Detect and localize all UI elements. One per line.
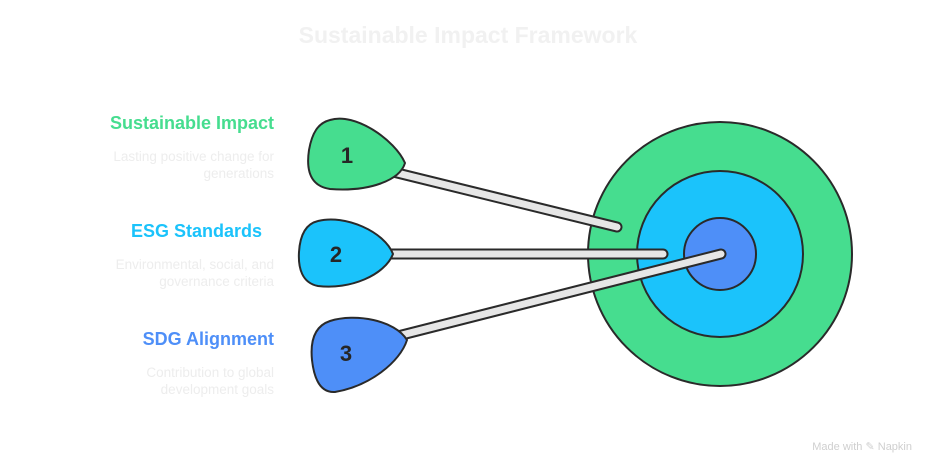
footer-brand: Napkin bbox=[877, 441, 912, 453]
arrow-2-fletch bbox=[297, 218, 395, 288]
arrow-2-number: 2 bbox=[330, 242, 342, 267]
arrow-3: 3 bbox=[310, 248, 727, 394]
footer-text: Made with bbox=[812, 441, 863, 453]
item-title-sdg-alignment: SDG Alignment bbox=[142, 329, 274, 349]
footer-attribution: Made with ✎ Napkin bbox=[812, 440, 912, 453]
item-desc-esg-standards: Environmental, social, and governance cr… bbox=[115, 257, 274, 289]
arrow-1-number: 1 bbox=[341, 143, 353, 168]
page-title: Sustainable Impact Framework bbox=[298, 22, 638, 48]
arrow-2: 2 bbox=[297, 218, 669, 288]
item-title-esg-standards: ESG Standards bbox=[130, 221, 262, 241]
item-desc-sdg-alignment: Contribution to global development goals bbox=[146, 365, 274, 397]
arrow-3-number: 3 bbox=[340, 341, 352, 366]
item-desc-sustainable-impact: Lasting positive change for generations bbox=[113, 149, 274, 181]
item-title-sustainable-impact: Sustainable Impact bbox=[109, 113, 274, 133]
arrow-1: 1 bbox=[307, 117, 623, 233]
arrow-3-fletch bbox=[310, 316, 409, 394]
arrow-1-fletch bbox=[307, 117, 407, 191]
napkin-logo-icon: ✎ bbox=[865, 441, 875, 453]
